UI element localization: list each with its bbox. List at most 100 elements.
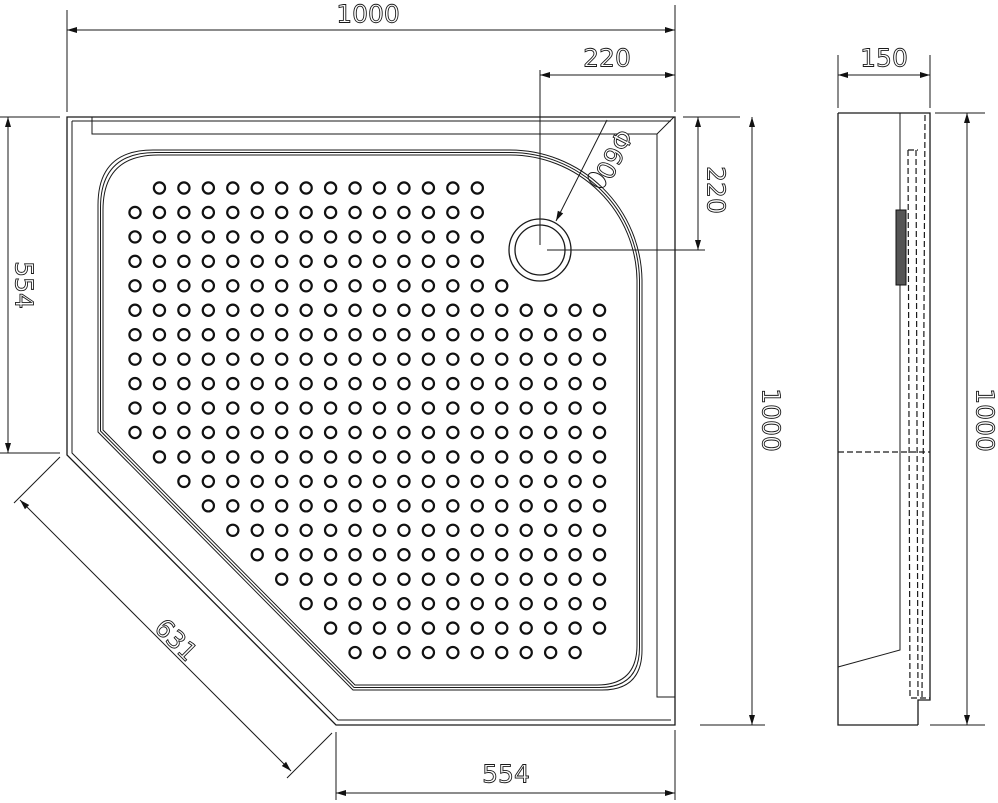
anti-slip-dot — [568, 352, 582, 366]
anti-slip-dot — [421, 499, 436, 513]
anti-slip-dot — [250, 474, 264, 489]
anti-slip-dot — [470, 596, 484, 611]
anti-slip-dot — [421, 621, 436, 635]
anti-slip-dot — [519, 499, 533, 513]
anti-slip-dot — [470, 279, 484, 293]
anti-slip-dot — [299, 376, 313, 391]
anti-slip-dot — [372, 181, 387, 195]
anti-slip-dot — [323, 376, 338, 391]
anti-slip-dot — [348, 181, 362, 195]
anti-slip-dot — [323, 621, 338, 635]
anti-slip-dot — [201, 230, 216, 244]
anti-slip-dot — [372, 303, 387, 317]
anti-slip-dot — [348, 548, 362, 562]
basin-outline — [97, 149, 643, 691]
anti-slip-dot — [275, 523, 289, 538]
anti-slip-dot — [348, 425, 362, 440]
dim-bottom-side — [335, 730, 676, 800]
dim-side-height — [837, 55, 931, 108]
anti-slip-dot — [446, 596, 460, 611]
anti-slip-dot — [495, 499, 509, 513]
anti-slip-dot — [152, 181, 167, 195]
anti-slip-dot — [495, 401, 509, 415]
anti-slip-dot — [543, 499, 558, 513]
anti-slip-dot — [470, 523, 484, 538]
anti-slip-dot — [348, 474, 362, 489]
anti-slip-dot — [323, 474, 338, 489]
anti-slip-dot — [470, 303, 484, 317]
anti-slip-dot — [397, 645, 411, 660]
anti-slip-dot — [519, 450, 533, 464]
anti-slip-dot — [592, 376, 607, 391]
anti-slip-dot — [592, 401, 607, 415]
anti-slip-dot — [152, 230, 167, 244]
anti-slip-dot — [250, 303, 264, 317]
anti-slip-dot — [592, 621, 607, 635]
anti-slip-dot — [372, 645, 387, 660]
dim-drain-offset-y — [547, 116, 740, 251]
anti-slip-dot — [421, 230, 436, 244]
anti-slip-dot — [446, 254, 460, 269]
anti-slip-dot — [250, 523, 264, 538]
anti-slip-dot — [152, 401, 167, 415]
anti-slip-dot — [177, 450, 191, 464]
anti-slip-dot — [275, 548, 289, 562]
anti-slip-dot — [201, 474, 216, 489]
anti-slip-dot — [446, 548, 460, 562]
anti-slip-dot — [152, 352, 167, 366]
anti-slip-dot — [421, 474, 436, 489]
anti-slip-dot — [543, 474, 558, 489]
anti-slip-dot — [275, 425, 289, 440]
anti-slip-dot — [397, 596, 411, 611]
anti-slip-dot — [275, 450, 289, 464]
anti-slip-dot — [543, 328, 558, 342]
anti-slip-dot — [397, 328, 411, 342]
dim-side-length — [930, 112, 985, 726]
anti-slip-dot — [519, 328, 533, 342]
anti-slip-dot — [495, 425, 509, 440]
anti-slip-dot — [421, 523, 436, 538]
anti-slip-dot — [446, 181, 460, 195]
anti-slip-dot — [446, 230, 460, 244]
anti-slip-dot — [275, 279, 289, 293]
anti-slip-dot — [372, 401, 387, 415]
anti-slip-dot — [299, 572, 313, 586]
anti-slip-dot — [128, 205, 142, 220]
anti-slip-dot — [201, 425, 216, 440]
anti-slip-dot — [226, 499, 240, 513]
anti-slip-dot — [250, 499, 264, 513]
anti-slip-dot — [470, 621, 484, 635]
anti-slip-dot — [543, 450, 558, 464]
anti-slip-dot — [348, 523, 362, 538]
anti-slip-dot — [348, 328, 362, 342]
anti-slip-dot — [397, 450, 411, 464]
anti-slip-dot — [495, 279, 509, 293]
anti-slip-dot — [250, 205, 264, 220]
anti-slip-dot — [372, 596, 387, 611]
anti-slip-dot — [372, 450, 387, 464]
anti-slip-dot — [495, 548, 509, 562]
anti-slip-dot — [250, 279, 264, 293]
anti-slip-dot — [177, 474, 191, 489]
side-view — [837, 112, 931, 726]
anti-slip-dot — [495, 645, 509, 660]
anti-slip-dot — [495, 328, 509, 342]
anti-slip-dot — [592, 450, 607, 464]
anti-slip-dot — [348, 352, 362, 366]
anti-slip-dot — [568, 328, 582, 342]
anti-slip-dot — [446, 376, 460, 391]
anti-slip-dot — [250, 230, 264, 244]
anti-slip-dot — [226, 376, 240, 391]
anti-slip-dot — [348, 376, 362, 391]
anti-slip-dot — [275, 254, 289, 269]
drain-diameter-leader — [555, 119, 608, 222]
anti-slip-dot — [568, 572, 582, 586]
anti-slip-dot — [470, 401, 484, 415]
anti-slip-dot — [250, 254, 264, 269]
anti-slip-dot — [323, 572, 338, 586]
anti-slip-dot — [568, 621, 582, 635]
anti-slip-dot — [470, 352, 484, 366]
anti-slip-dot — [519, 376, 533, 391]
anti-slip-dot — [568, 474, 582, 489]
